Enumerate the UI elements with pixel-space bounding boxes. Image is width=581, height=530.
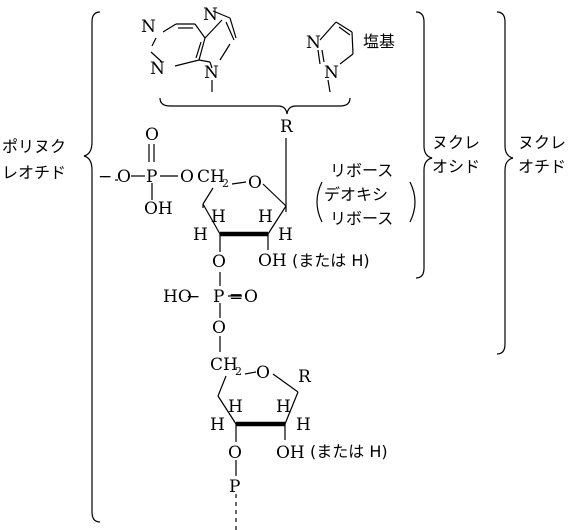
atom-n3: N — [150, 59, 165, 79]
atom-p-bottom: P — [229, 477, 240, 497]
atom-p-mid: P — [213, 287, 224, 307]
brace-polynucleotide — [83, 11, 101, 523]
atom-o-5prime: O — [212, 318, 226, 338]
atom-pyr-n1: N — [324, 63, 339, 83]
atom-h-c1-top: H — [258, 207, 273, 227]
atom-r-bottom: R — [298, 367, 312, 387]
brace-bases — [159, 97, 351, 115]
atom-h-c2-bottom: H — [296, 415, 311, 435]
dash-chain-start: − — [98, 167, 112, 187]
atom-n1: N — [141, 17, 156, 37]
atom-oh-top: OH — [144, 199, 173, 219]
label-nucleoside-2: オシド — [432, 157, 480, 176]
atom-ho-mid: HO — [163, 287, 192, 307]
atom-o-mid: O — [244, 287, 258, 307]
label-ribose-2: デオキシ — [324, 185, 388, 204]
label-or-h-lower: (または H) — [310, 442, 388, 461]
atom-h-c4-bottom: H — [228, 397, 243, 417]
label-polynucleotide-2: レオチド — [2, 163, 66, 182]
atom-n9: N — [204, 63, 219, 83]
atom-o-3prime: O — [212, 252, 226, 272]
paren-ribose-left — [316, 181, 323, 223]
atom-r-top: R — [280, 117, 294, 137]
brace-nucleoside — [415, 11, 433, 279]
atom-oh-2prime-top: OH — [258, 251, 287, 271]
atom-h-c3-top: H — [193, 225, 208, 245]
atom-o-3prime-bottom: O — [228, 443, 242, 463]
atom-h-c3-bottom: H — [210, 415, 225, 435]
atom-o-top: O — [145, 125, 159, 145]
dash-ho-p: − — [186, 287, 200, 307]
atom-ch2-top: CH — [197, 167, 225, 187]
atom-oh-2prime-bottom: OH — [276, 443, 305, 463]
atom-n7: N — [203, 5, 218, 25]
atom-h-c1-bottom: H — [276, 397, 291, 417]
atom-o-ester-top: O — [180, 167, 194, 187]
atom-ch2-bottom-sub: 2 — [235, 365, 242, 378]
phosphate-top — [115, 144, 178, 200]
ribose-ring-bottom — [217, 371, 299, 530]
phosphodiester-link — [219, 272, 242, 352]
purine-base — [150, 10, 237, 92]
label-or-h-upper: (または H) — [292, 251, 370, 270]
atom-ring-o-top: O — [248, 173, 262, 193]
atom-ch2-top-sub: 2 — [222, 177, 229, 190]
label-nucleotide-1: ヌクレ — [518, 133, 566, 152]
label-ribose-1: リボース — [330, 161, 393, 180]
atom-o-left: O — [117, 167, 131, 187]
ribose-ring-top — [202, 181, 287, 252]
paren-ribose-right — [409, 181, 416, 223]
pyrimidine-base — [317, 21, 354, 93]
atom-double-bond-mid: = — [229, 287, 243, 307]
brace-nucleotide — [496, 11, 514, 355]
atom-h-c4-top: H — [211, 207, 226, 227]
atom-ch2-bottom: CH — [210, 355, 238, 375]
label-ribose-3: リボース — [330, 209, 393, 228]
label-base: 塩基 — [363, 32, 395, 51]
label-nucleoside-1: ヌクレ — [432, 133, 480, 152]
label-nucleotide-2: オチド — [518, 157, 566, 176]
atom-ring-o-bottom: O — [256, 363, 270, 383]
atom-pyr-n3: N — [306, 33, 321, 53]
atom-h-c2-top: H — [278, 225, 293, 245]
label-polynucleotide-1: ポリヌク — [2, 137, 66, 156]
atom-p-top: P — [146, 167, 157, 187]
